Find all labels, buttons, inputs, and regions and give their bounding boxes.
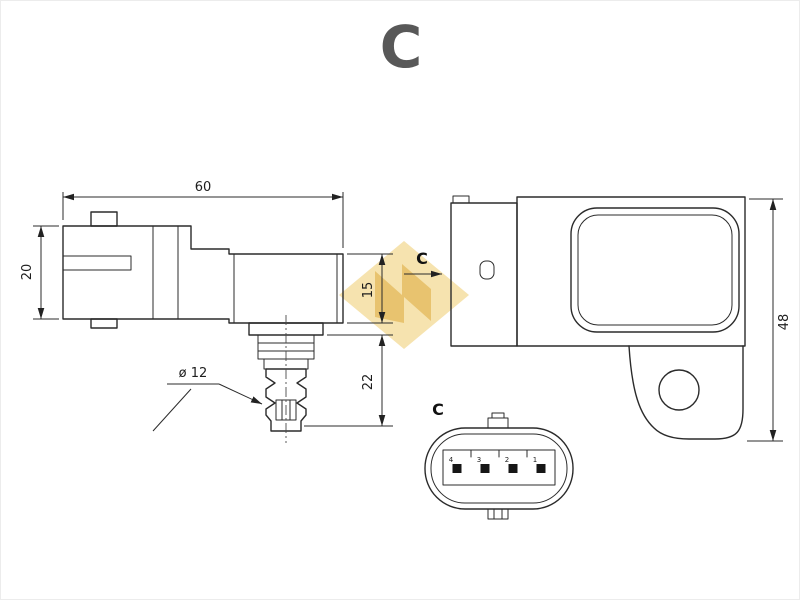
terminal-slot: [62, 255, 132, 271]
front-body: [516, 196, 746, 347]
connector-top-tab-small: [491, 412, 505, 419]
front-view: C 48: [404, 195, 792, 442]
brand-watermark: [339, 241, 469, 349]
front-connector-shroud: [450, 202, 518, 347]
connector-face-view: C 4 3 2 1: [424, 400, 574, 520]
dim-diameter-label: ø 12: [179, 366, 208, 381]
connector-top-tab: [487, 417, 509, 429]
pin-4: [452, 464, 462, 473]
port-barb-outline: [265, 368, 307, 432]
pin-1: [536, 464, 546, 473]
pin-1-number: 1: [533, 456, 537, 464]
pin-2: [508, 464, 518, 473]
view-direction-label: C: [416, 249, 428, 268]
side-view: 60 20 15 22 ø 12: [20, 180, 393, 443]
front-view-dimensions: 48: [747, 198, 792, 442]
shroud-latch-slot: [479, 260, 495, 280]
dim15-label: 15: [361, 282, 376, 299]
connector-bottom-rib: [90, 318, 118, 329]
connector-bottom-tab: [487, 508, 509, 520]
pin-3: [480, 464, 490, 473]
connector-oval-outer: [424, 427, 574, 510]
pressure-port: [248, 315, 324, 443]
pin-4-number: 4: [449, 456, 454, 464]
sensor-dome-inner: [577, 214, 733, 326]
side-view-dimensions: 60 20 15 22 ø 12: [20, 180, 393, 432]
connector-view-label: C: [432, 400, 444, 419]
watermark-bolt: [375, 264, 431, 323]
side-view-body-outline: [62, 225, 344, 324]
connector-oval-inner: [430, 433, 568, 504]
view-direction-indicator: C: [404, 249, 442, 278]
shroud-top-tab: [452, 195, 470, 204]
pin-3-number: 3: [477, 456, 481, 464]
dim22-label: 22: [361, 374, 376, 391]
pin-2-number: 2: [505, 456, 509, 464]
mounting-tab-outline: [628, 345, 744, 440]
sensor-dome-outer: [570, 207, 740, 333]
mounting-hole: [658, 369, 700, 411]
dim60-label: 60: [195, 180, 212, 195]
dim48-label: 48: [777, 314, 792, 331]
connector-top-latch: [90, 211, 118, 227]
dim20-label: 20: [20, 264, 35, 281]
dim-diameter-leader: [218, 383, 263, 405]
dim-diameter-witness: [152, 388, 192, 432]
section-title: C: [380, 13, 423, 81]
